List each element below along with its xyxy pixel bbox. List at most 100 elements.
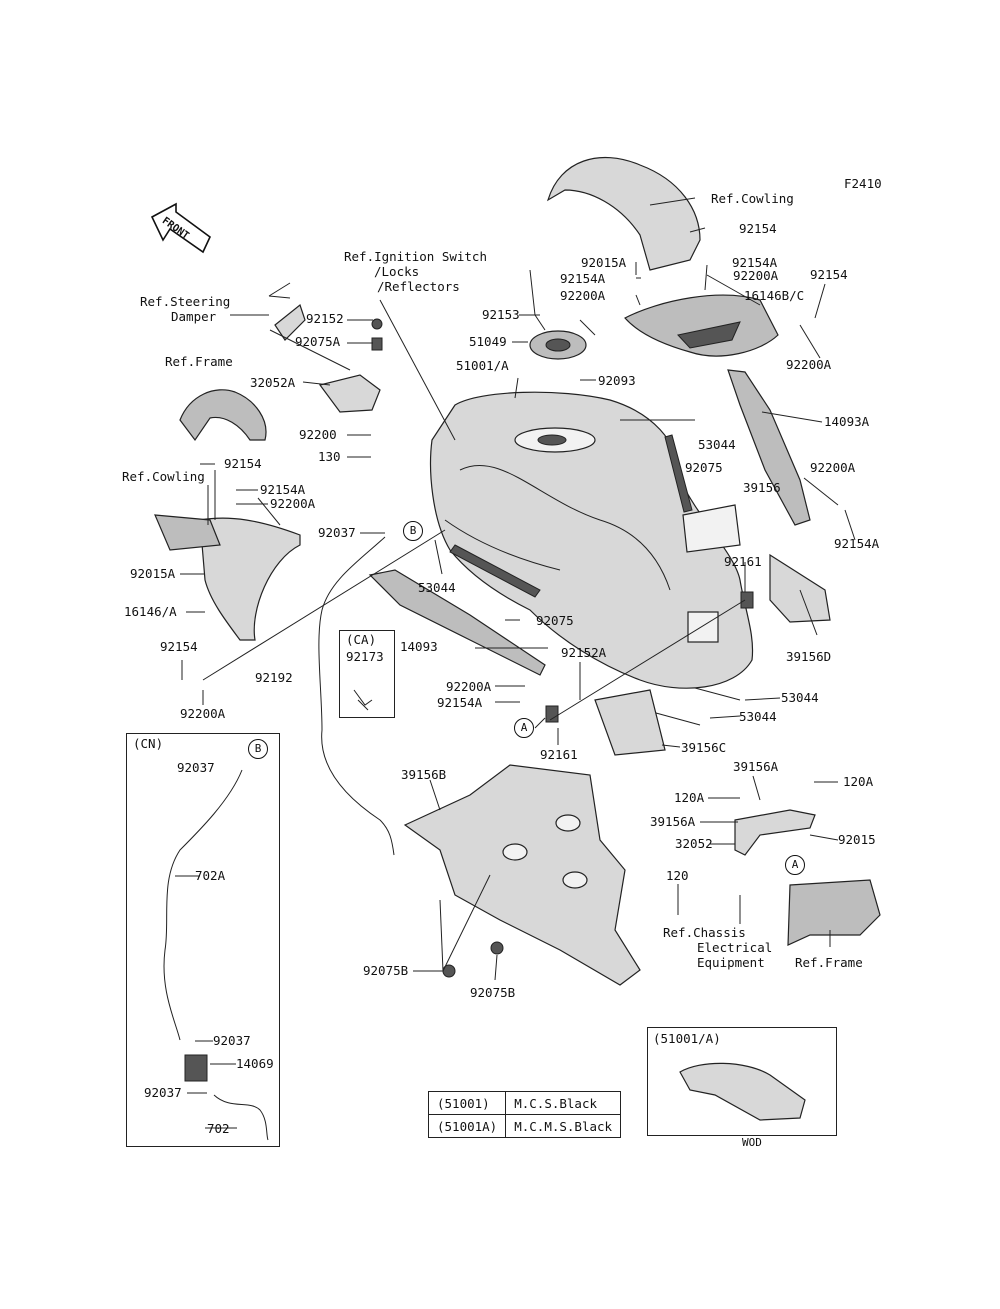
pad-39156C xyxy=(594,689,666,756)
side-cover-left-part xyxy=(199,517,301,641)
label-92161-top: 92161 xyxy=(724,554,762,569)
label-92154A-top: 92154A xyxy=(732,255,778,270)
pad-39156D xyxy=(769,553,831,623)
label-92200A-far: 92200A xyxy=(810,460,856,475)
drain-hose-92192 xyxy=(318,536,395,856)
label-92153: 92153 xyxy=(482,307,520,322)
hose-702A xyxy=(163,769,243,1041)
label-92075B-right: 92075B xyxy=(470,985,516,1000)
label-39156: 39156 xyxy=(743,480,781,495)
label-16146A: 16146/A xyxy=(124,604,177,619)
label-92152: 92152 xyxy=(306,311,344,326)
label-reflectors: /Reflectors xyxy=(377,279,460,294)
label-92200A-right: 92200A xyxy=(786,357,832,372)
label-53044-r2: 53044 xyxy=(739,709,777,724)
legend-code: (51001) xyxy=(427,1091,507,1115)
label-120: 120 xyxy=(666,868,689,883)
leader-lines xyxy=(175,197,856,1129)
label-92037-cn2: 92037 xyxy=(213,1033,251,1048)
inset-51001A-box xyxy=(647,1027,837,1136)
front-arrow-icon xyxy=(150,202,212,254)
label-92161-low: 92161 xyxy=(540,747,578,762)
label-130: 130 xyxy=(318,449,341,464)
label-92200A-left: 92200A xyxy=(270,496,316,511)
label-702: 702 xyxy=(207,1121,230,1136)
label-wod: WOD xyxy=(742,1136,762,1149)
legend-row: (51001A) M.C.M.S.Black xyxy=(427,1114,622,1138)
cowling-left-ref xyxy=(154,514,221,551)
label-39156A-top: 39156A xyxy=(733,759,779,774)
label-39156D: 39156D xyxy=(786,649,832,664)
label-120A-right: 120A xyxy=(843,774,874,789)
label-14069: 14069 xyxy=(236,1056,274,1071)
label-inset: (51001/A) xyxy=(653,1031,721,1046)
strip-14093A xyxy=(727,369,811,526)
label-92037-cn3: 92037 xyxy=(144,1085,182,1100)
label-92154-top: 92154 xyxy=(739,221,777,236)
label-92075-mid: 92075 xyxy=(536,613,574,628)
label-92173: 92173 xyxy=(346,649,384,664)
label-92075-right: 92075 xyxy=(685,460,723,475)
label-92200A-mid: 92200A xyxy=(560,288,606,303)
frame-left-part xyxy=(179,389,267,442)
label-120A-left: 120A xyxy=(674,790,705,805)
label-92192: 92192 xyxy=(255,670,293,685)
label-92015A-top: 92015A xyxy=(581,255,627,270)
legend-row: (51001) M.C.S.Black xyxy=(427,1091,622,1115)
callout-b-cn: B xyxy=(248,739,268,759)
label-39156B: 39156B xyxy=(401,767,447,782)
legend-color: M.C.S.Black xyxy=(505,1091,622,1115)
rubber-53044-top xyxy=(664,434,693,513)
label-92037-mid: 92037 xyxy=(318,525,356,540)
label-92154A-low: 92154A xyxy=(437,695,483,710)
inset-tank-part xyxy=(679,1062,806,1121)
label-92154-left: 92154 xyxy=(224,456,262,471)
callout-a-right: A xyxy=(785,855,805,875)
label-ref-cowling-left: Ref.Cowling xyxy=(122,469,205,484)
label-92154A-left: 92154A xyxy=(260,482,306,497)
label-equipment: Equipment xyxy=(697,955,765,970)
filter-14069 xyxy=(184,1054,208,1082)
callout-a-main: A xyxy=(514,718,534,738)
under-tray-part xyxy=(403,764,641,986)
legend-color: M.C.M.S.Black xyxy=(505,1114,622,1138)
label-92154-leftlow: 92154 xyxy=(160,639,198,654)
bracket-32052 xyxy=(734,809,816,856)
label-32052A: 32052A xyxy=(250,375,296,390)
label-cn: (CN) xyxy=(133,736,164,751)
label-ref-frame-left: Ref.Frame xyxy=(165,354,233,369)
label-702A: 702A xyxy=(195,868,226,883)
label-92015: 92015 xyxy=(838,832,876,847)
hose-702 xyxy=(213,1094,269,1141)
label-16146BC: 16146B/C xyxy=(744,288,805,303)
callout-b-main: B xyxy=(403,521,423,541)
label-92200A-top: 92200A xyxy=(733,268,779,283)
label-ref-cowling-top: Ref.Cowling xyxy=(711,191,794,206)
label-92093: 92093 xyxy=(598,373,636,388)
label-92075A: 92075A xyxy=(295,334,341,349)
upper-cowl-part xyxy=(546,157,701,271)
label-ref-steering: Ref.Steering xyxy=(140,294,231,309)
label-92037-cn1: 92037 xyxy=(177,760,215,775)
pad-39156 xyxy=(682,504,741,553)
label-39156C: 39156C xyxy=(681,740,727,755)
label-locks: /Locks xyxy=(374,264,420,279)
label-92154A-far: 92154A xyxy=(834,536,880,551)
legend-code: (51001A) xyxy=(427,1114,507,1138)
strip-14093 xyxy=(368,569,546,676)
figure-code: F2410 xyxy=(844,176,882,191)
label-electrical: Electrical xyxy=(697,940,773,955)
label-damper: Damper xyxy=(171,309,217,324)
label-53044-mid: 53044 xyxy=(418,580,456,595)
label-32052: 32052 xyxy=(675,836,713,851)
cn-variant-box xyxy=(126,733,280,1147)
label-92154A-mid: 92154A xyxy=(560,271,606,286)
color-legend-table: (51001) M.C.S.Black (51001A) M.C.M.S.Bla… xyxy=(427,1091,622,1138)
label-92015A-left: 92015A xyxy=(130,566,176,581)
label-ref-ignition: Ref.Ignition Switch xyxy=(344,249,487,264)
label-14093A: 14093A xyxy=(824,414,870,429)
ca-variant-box xyxy=(339,630,395,718)
frame-right-part xyxy=(787,879,881,946)
